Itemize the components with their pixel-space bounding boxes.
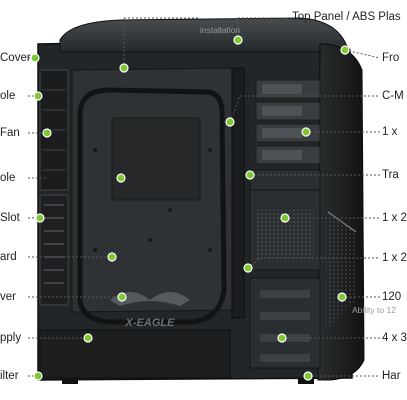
label-ability: Ability to 12 <box>352 305 396 315</box>
label-supply: pply <box>0 332 22 344</box>
top-panel <box>59 17 347 53</box>
leader-lines <box>28 17 381 377</box>
label-tray: Tra <box>382 169 399 181</box>
label-cover-top: Cover <box>0 52 31 64</box>
psu-area <box>39 329 231 379</box>
svg-text:X-EAGLE: X-EAGLE <box>125 317 176 329</box>
label-cover-bottom: ver <box>0 291 16 303</box>
expansion-slots <box>39 194 69 306</box>
label-installation: installation <box>200 25 241 35</box>
label-hard: Har <box>382 370 401 382</box>
hdd-cage <box>249 277 321 369</box>
label-filter: ilter <box>0 370 19 382</box>
label-hole-2: ole <box>0 172 16 184</box>
label-one-x-2a: 1 x 2 <box>382 212 407 224</box>
label-hole-1: ole <box>0 90 16 102</box>
cable-channel <box>231 67 245 319</box>
label-four-x: 4 x 3 <box>382 332 407 344</box>
label-front: Fro <box>382 52 400 64</box>
drive-bays-top <box>255 79 321 165</box>
cpu-cutout <box>77 87 227 325</box>
label-slot: Slot <box>0 212 20 224</box>
front-mesh <box>326 210 356 330</box>
label-one-x-2b: 1 x 2 <box>382 252 407 264</box>
label-fan-120: 120 <box>382 291 402 303</box>
label-fan: Fan <box>0 127 20 139</box>
label-board: ard <box>0 251 17 263</box>
label-top-panel: Top Panel / ABS Plas <box>292 11 401 23</box>
label-c-m: C-M <box>382 90 404 102</box>
x-eagle-logo: X-EAGLE <box>110 292 190 329</box>
callout-markers <box>30 35 350 381</box>
label-one-x: 1 x <box>382 126 398 138</box>
front-bezel <box>317 43 365 381</box>
